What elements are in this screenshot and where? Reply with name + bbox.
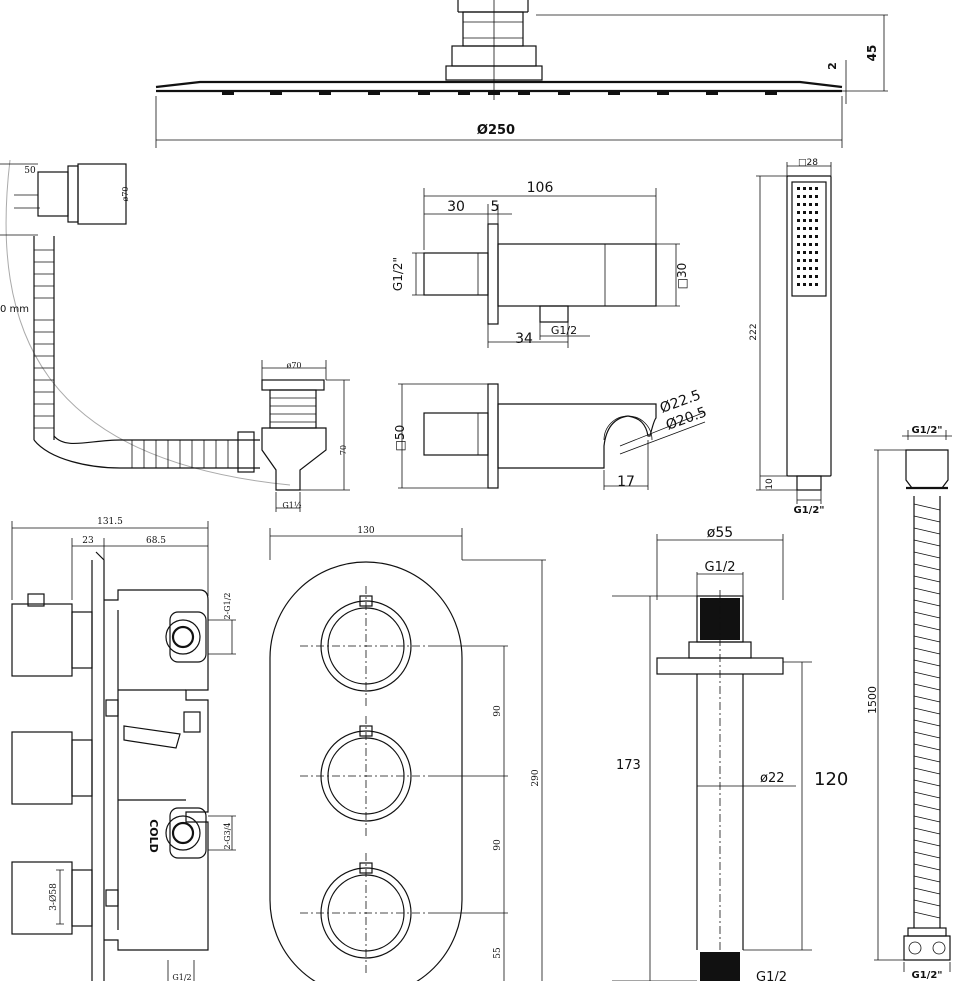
arm-bottom-thread-label: G1/2: [756, 970, 787, 981]
rain-shower-head-drawing: Ø250 45 2: [155, 0, 888, 148]
waste-top-diameter-label: ø70: [121, 187, 130, 202]
wall-outlet-side-view: □50 17 Ø22.5 Ø20.5: [393, 383, 709, 490]
waste-width-label: 50: [24, 166, 36, 176]
valve-bottom-label: 55: [493, 947, 503, 959]
valve-outlets-top-label: 2-G1/2: [223, 592, 232, 619]
hose-bottom-thread-label: G1/2": [912, 970, 943, 981]
outlet-plate-label: 5: [491, 199, 500, 215]
handset-square-label: □28: [798, 158, 818, 168]
hand-shower-nozzle-grid: [797, 187, 818, 286]
outlet-holder-depth-label: 17: [617, 474, 635, 490]
waste-diameter-label: ø70: [287, 361, 302, 370]
hose-length-label: 1500: [866, 686, 879, 714]
rain-head-height-label: 45: [865, 45, 879, 62]
rain-head-thickness-label: 2: [826, 62, 839, 70]
arm-tube-diameter-label: ø22: [760, 771, 785, 786]
valve-depth-label: 131.5: [97, 517, 123, 527]
hose-top-thread-label: G1/2": [912, 425, 943, 436]
ceiling-arm-drawing: ø55 G1/2 173 ø22 120 G1/2: [612, 525, 848, 981]
shower-hose-drawing: G1/2" 1500 G1/2": [866, 425, 952, 981]
valve-front-view: 130 90 90 55 290: [269, 526, 546, 981]
waste-thread-label: G1½: [282, 501, 301, 510]
valve-spacing-2-label: 90: [493, 839, 503, 851]
outlet-offset-label: 34: [515, 331, 533, 347]
outlet-spigot-label: 30: [447, 199, 465, 215]
arm-total-length-label: 173: [616, 758, 641, 773]
valve-spacing-1-label: 90: [493, 705, 503, 717]
waste-flexible-hose: [33, 236, 260, 469]
rain-head-diameter-label: Ø250: [477, 123, 515, 138]
handset-length-label: 222: [749, 323, 759, 340]
valve-side-view: 131.5 23 68.5 COLD 2-G1/2 2-G3/4 3-Ø58 G…: [11, 517, 236, 981]
outlet-inlet-thread-label: G1/2": [391, 257, 405, 291]
valve-handle-diameter-label: 3-Ø58: [48, 883, 59, 911]
outlet-length-label: 106: [527, 180, 554, 196]
valve-bottom-thread-label: G1/2: [172, 973, 191, 981]
arm-flange-label: ø55: [707, 525, 733, 541]
valve-front-height-label: 290: [531, 769, 541, 786]
outlet-square-label: □30: [675, 263, 689, 290]
handset-thread-length-label: 10: [765, 478, 775, 490]
outlet-thread-label: G1/2: [551, 324, 577, 337]
valve-front-width-label: 130: [357, 526, 374, 536]
waste-hose-length-label: 0 mm: [0, 304, 29, 315]
arm-top-thread-label: G1/2: [705, 560, 736, 575]
handset-thread-label: G1/2": [794, 505, 825, 516]
valve-cold-label: COLD: [147, 819, 160, 853]
bath-waste-kit-drawing: 50 ø70 0 mm ø70 70 G1½: [0, 159, 350, 512]
valve-outlets-bottom-label: 2-G3/4: [223, 822, 232, 849]
arm-length-label: 120: [814, 769, 848, 790]
outlet-plate-square-label: □50: [393, 425, 407, 452]
waste-height-label: 70: [339, 445, 348, 455]
wall-outlet-top-view: 106 30 5 G1/2" □30 34 G1/2: [391, 180, 689, 348]
valve-body-label: 68.5: [146, 536, 166, 546]
valve-trim-label: 23: [82, 536, 94, 546]
rain-head-nozzles: [222, 92, 777, 95]
hand-shower-drawing: □28 222 10 G1/2": [749, 158, 832, 516]
